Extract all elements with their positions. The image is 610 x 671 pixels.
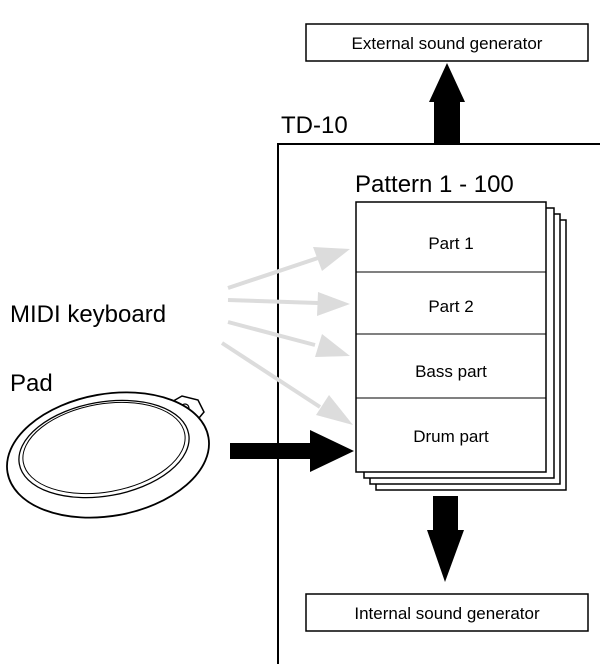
output-arrow-up-head (429, 63, 465, 102)
pad-input: Pad (6, 370, 354, 519)
part-label: Drum part (413, 427, 489, 446)
drum-pad-head (18, 399, 190, 499)
external-sound-generator-box (305, 23, 589, 62)
part-label: Part 2 (428, 297, 473, 316)
pattern-stack: Pattern 1 - 100 Part 1 Part 2 Bass part … (355, 171, 567, 491)
output-arrow-up-shaft (434, 100, 460, 144)
external-sound-generator-label: External sound generator (352, 34, 543, 53)
output-arrow-up (429, 63, 465, 144)
output-arrow-down-shaft (433, 496, 458, 532)
part-label: Part 1 (428, 234, 473, 253)
pattern-sheet-front (355, 201, 547, 473)
pad-arrow (230, 430, 354, 472)
internal-sound-generator-label: Internal sound generator (354, 604, 540, 623)
td10-label: TD-10 (281, 112, 348, 139)
internal-sound-generator-box (305, 593, 589, 632)
midi-keyboard-input: MIDI keyboard (10, 247, 353, 425)
midi-arrow-part1 (227, 247, 350, 290)
pad-label: Pad (10, 370, 53, 397)
part-label: Bass part (415, 362, 487, 381)
pattern-label: Pattern 1 - 100 (355, 171, 514, 198)
td10-frame (277, 143, 600, 664)
output-arrow-down-head (427, 530, 464, 582)
midi-arrow-part2 (227, 292, 350, 316)
midi-keyboard-label: MIDI keyboard (10, 301, 166, 328)
drum-pad-head-inner (22, 401, 186, 495)
midi-arrow-bass (227, 320, 350, 357)
internal-sound-generator: Internal sound generator (305, 593, 589, 632)
output-arrow-down (427, 496, 464, 582)
drum-pad-icon (6, 391, 210, 519)
td10-device: TD-10 (277, 112, 600, 664)
midi-arrow-drum (220, 341, 353, 425)
external-sound-generator: External sound generator (305, 23, 589, 62)
